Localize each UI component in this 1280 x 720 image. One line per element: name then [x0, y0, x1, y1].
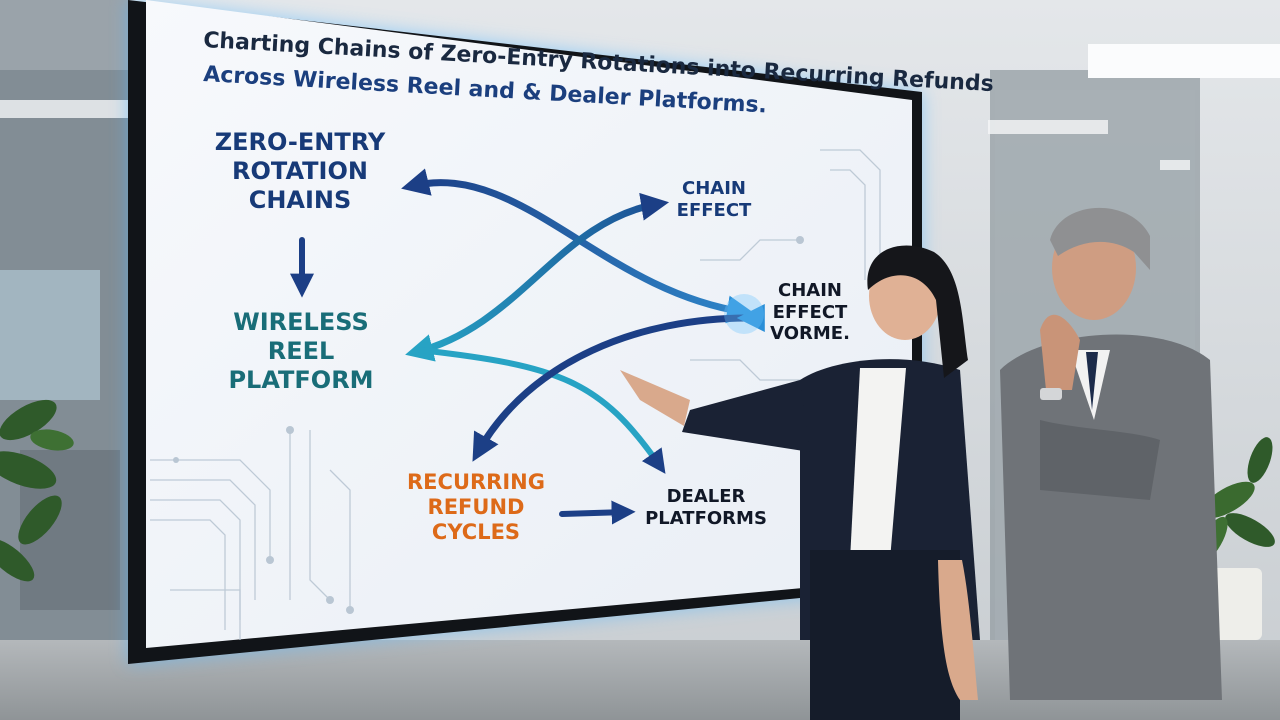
plant-left: [0, 399, 74, 582]
listener-figure: [1000, 207, 1222, 700]
presenter-figure: [620, 245, 980, 720]
node-dealer: DEALER PLATFORMS: [645, 486, 767, 529]
node-zero-entry: ZERO-ENTRY ROTATION CHAINS: [214, 128, 386, 214]
node-chain-effect-mid: CHAIN EFFECT VORME.: [770, 280, 850, 345]
node-chain-effect-top: CHAIN EFFECT: [676, 178, 752, 221]
diagram-arrows: [290, 168, 765, 525]
node-wireless: WIRELESS REEL PLATFORM: [228, 308, 374, 394]
node-recurring: RECURRING REFUND CYCLES: [407, 470, 545, 545]
